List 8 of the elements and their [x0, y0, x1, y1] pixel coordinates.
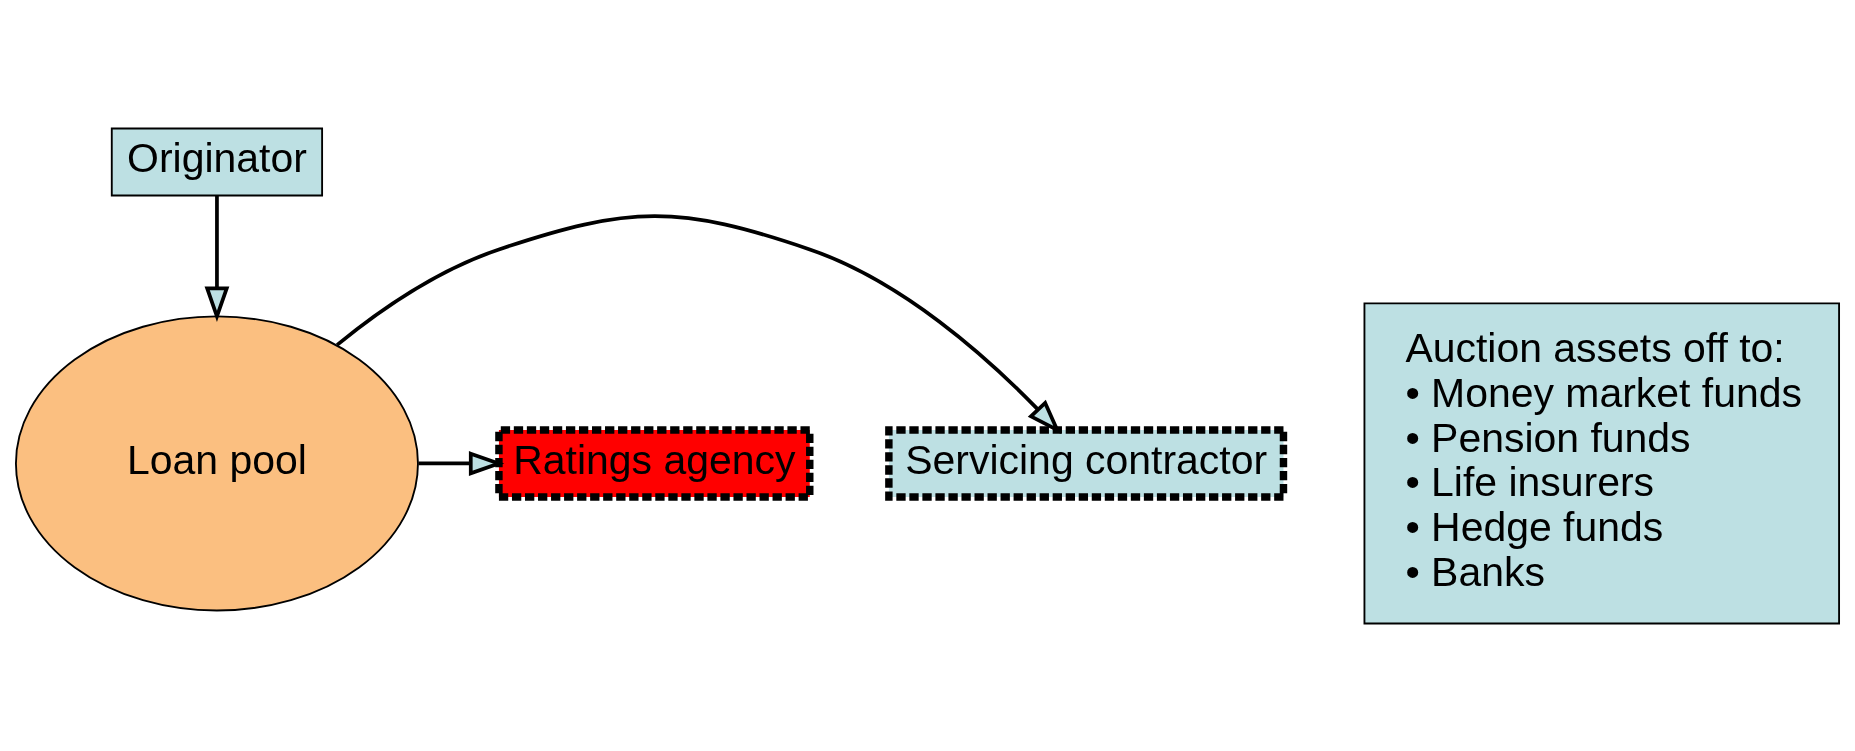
node-box: Ratings agency: [495, 425, 814, 501]
arrow: [336, 213, 1062, 434]
node-box: Auction assets off to: • Money market funds • Pension funds • Life insurers • Hedge funds • Banks: [1363, 302, 1840, 624]
node-ellipse: Loan pool: [15, 315, 419, 611]
arrow: [204, 195, 230, 322]
arrow: [418, 450, 505, 476]
node-box: Servicing contractor: [885, 425, 1288, 501]
node-box: Originator: [110, 127, 324, 196]
